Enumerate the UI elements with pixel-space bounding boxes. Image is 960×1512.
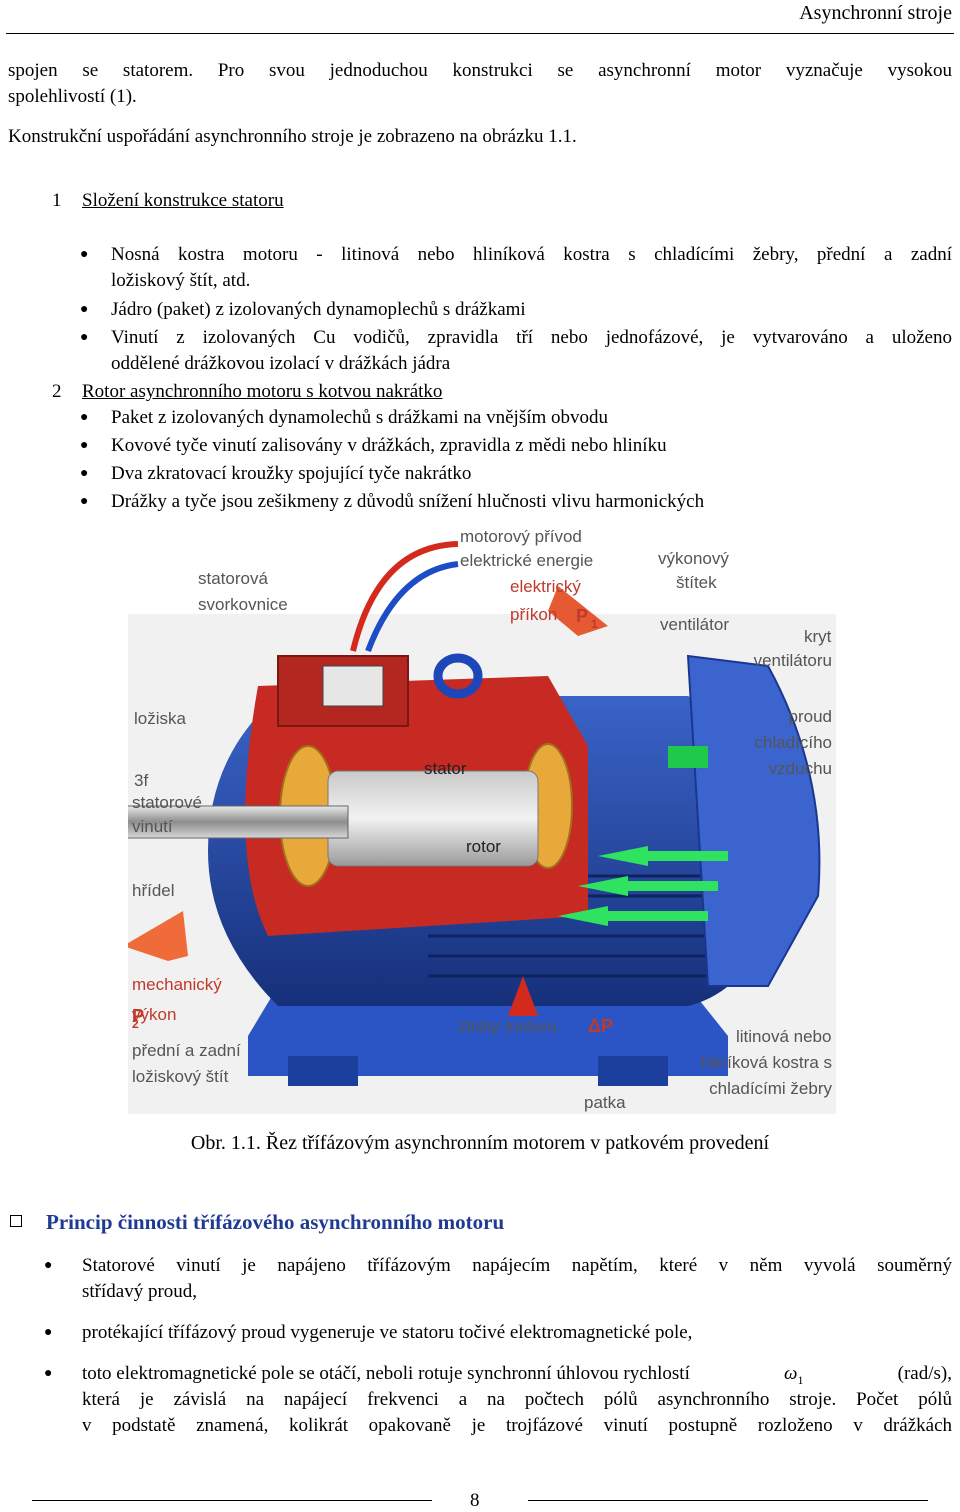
label-stator: stator <box>424 759 467 778</box>
label-patka: patka <box>584 1093 626 1112</box>
section-1-item-3: Vinutí z izolovaných Cu vodičů, zpravidl… <box>111 327 952 348</box>
bullet-icon: ● <box>44 1366 53 1381</box>
section-2-title: Rotor asynchronního motoru s kotvou nakr… <box>82 381 443 402</box>
bullet-icon: ● <box>80 247 89 262</box>
label-3f-3: vinutí <box>132 817 173 836</box>
motor-cutaway-illustration: motorový přívod elektrické energie elekt… <box>117 527 836 1114</box>
section-1-item-1: Nosná kostra motoru - litinová nebo hlin… <box>111 244 952 265</box>
label-loziska: ložiska <box>134 709 187 728</box>
label-elektricky: elektrický <box>510 577 581 596</box>
bullet-icon: ● <box>80 302 89 317</box>
footer-rule-right <box>528 1500 928 1501</box>
motor-cutaway-figure: motorový přívod elektrické energie elekt… <box>117 516 836 1114</box>
label-litinova-2: hliníková kostra s <box>701 1053 832 1072</box>
section-3-item-3-text: toto elektromagnetické pole se otáčí, ne… <box>82 1363 690 1384</box>
section-2-item-2: Kovové tyče vinutí zalisovány v drážkách… <box>111 435 667 456</box>
label-prikon: příkon <box>510 605 557 624</box>
label-statorova-1: statorová <box>198 569 268 588</box>
label-p2: P <box>132 1006 144 1026</box>
label-proud-1: proud <box>789 707 832 726</box>
label-proud-2: chladícího <box>755 733 833 752</box>
label-mech-1: mechanický <box>132 975 222 994</box>
output-power-arrow <box>123 911 188 961</box>
label-vykonovy-1: výkonový <box>658 549 729 568</box>
section-3-item-3-cont-1: která je závislá na napájecí frekvenci a… <box>82 1389 952 1410</box>
motor-base <box>248 986 728 1076</box>
omega-char: ω <box>784 1363 798 1384</box>
intro-line-2: spolehlivostí (1). <box>8 86 137 107</box>
section-2-number: 2 <box>52 381 62 402</box>
section-3-item-1-cont: střídavý proud, <box>82 1281 198 1302</box>
label-delta-p: ΔP <box>588 1016 613 1036</box>
label-statorova-2: svorkovnice <box>198 595 288 614</box>
header-rule <box>6 33 954 34</box>
running-header: Asynchronní stroje <box>799 2 952 24</box>
label-litinova-3: chladícími žebry <box>709 1079 832 1098</box>
section-3-title: Princip činnosti třífázového asynchronní… <box>46 1210 505 1234</box>
label-ztraty: ztráty motoru <box>458 1017 557 1036</box>
omega-symbol: ω1 <box>784 1361 803 1393</box>
section-3-item-3: toto elektromagnetické pole se otáčí, ne… <box>82 1361 952 1393</box>
bullet-icon: ● <box>44 1325 53 1340</box>
label-predni-1: přední a zadní <box>132 1041 241 1060</box>
label-proud-3: vzduchu <box>769 759 832 778</box>
label-ventilator: ventilátor <box>660 615 729 634</box>
loss-arrow <box>508 976 538 1016</box>
intro-line-1: spojen se statorem. Pro svou jednoduchou… <box>8 60 952 81</box>
airflow-arrows <box>558 746 728 926</box>
supply-arrow-blue <box>365 561 459 653</box>
label-p1-sub: 1 <box>591 617 598 631</box>
bullet-icon: ● <box>80 494 89 509</box>
section-1-item-2: Jádro (paket) z izolovaných dynamoplechů… <box>111 299 526 320</box>
label-3f-1: 3f <box>134 771 148 790</box>
section-3-item-3-unit: (rad/s), <box>897 1363 952 1384</box>
page-number: 8 <box>470 1490 480 1511</box>
bullet-icon: ● <box>44 1258 53 1273</box>
footer-rule-left <box>32 1500 432 1501</box>
intro-line-3: Konstrukční uspořádání asynchronního str… <box>8 126 577 147</box>
fan-cover <box>686 654 821 987</box>
checkbox-bullet-icon <box>10 1215 22 1227</box>
label-litinova-1: litinová nebo <box>736 1027 831 1046</box>
label-p2-sub: 2 <box>132 1017 139 1031</box>
label-vykonovy-2: štítek <box>676 573 717 592</box>
section-2-item-3: Dva zkratovací kroužky spojující tyče na… <box>111 463 472 484</box>
terminal-block <box>322 665 384 707</box>
lifting-eye <box>433 653 483 699</box>
label-mech-2: výkon <box>132 1005 176 1024</box>
omega-subscript: 1 <box>797 1372 804 1387</box>
label-3f-2: statorové <box>132 793 202 812</box>
label-hridel: hřídel <box>132 881 175 900</box>
bullet-icon: ● <box>80 410 89 425</box>
bullet-icon: ● <box>80 466 89 481</box>
label-motorovy-privod-1: motorový přívod <box>460 527 582 546</box>
section-3-item-2: protékající třífázový proud vygeneruje v… <box>82 1322 693 1343</box>
input-power-arrow <box>548 586 608 636</box>
section-3-item-1: Statorové vinutí je napájeno třífázovým … <box>82 1255 952 1276</box>
section-1-title: Složení konstrukce statoru <box>82 190 284 211</box>
label-kryt-1: kryt <box>804 627 832 646</box>
label-predni-2: ložiskový štít <box>132 1067 229 1086</box>
section-1-number: 1 <box>52 190 62 211</box>
section-3-item-3-cont-2: v podstatě znamená, kolikrát opakovaně j… <box>82 1415 952 1436</box>
label-rotor: rotor <box>466 837 501 856</box>
foot-left <box>288 1056 358 1086</box>
rotor-body <box>327 770 539 867</box>
supply-arrow-red <box>350 541 459 652</box>
foot-right <box>598 1056 668 1086</box>
section-1-item-1-cont: ložiskový štít, atd. <box>111 270 251 291</box>
label-kryt-2: ventilátoru <box>754 651 832 670</box>
figure-caption: Obr. 1.1. Řez třífázovým asynchronním mo… <box>190 1132 770 1154</box>
section-2-item-4: Drážky a tyče jsou zešikmeny z důvodů sn… <box>111 491 705 512</box>
label-p1: P <box>576 606 588 626</box>
section-2-item-1: Paket z izolovaných dynamolechů s drážka… <box>111 407 609 428</box>
section-1-item-3-cont: oddělené drážkovou izolací v drážkách já… <box>111 353 451 374</box>
bullet-icon: ● <box>80 330 89 345</box>
shaft <box>117 805 349 839</box>
label-motorovy-privod-2: elektrické energie <box>460 551 593 570</box>
bullet-icon: ● <box>80 438 89 453</box>
